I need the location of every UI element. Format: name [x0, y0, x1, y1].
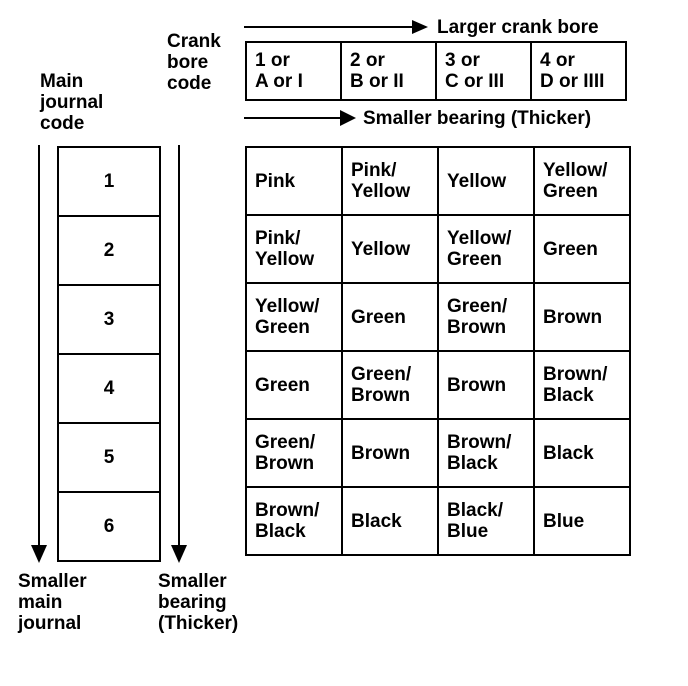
bearing-color-cell: Blue [533, 486, 631, 556]
bearing-color-cell: Brown/ Black [437, 418, 535, 488]
journal-code-cell: 5 [57, 422, 161, 493]
bearing-color-cell: Yellow [341, 214, 439, 284]
smaller-bearing-top-arrowhead [340, 110, 356, 126]
crank-code-cell: 3 or C or III [435, 41, 532, 101]
bearing-color-cell: Green [245, 350, 343, 420]
bearing-color-cell: Green [533, 214, 631, 284]
larger-crank-bore-arrowhead [412, 20, 428, 34]
bearing-color-cell: Brown [533, 282, 631, 352]
bearing-color-cell: Pink/ Yellow [341, 146, 439, 216]
table-row: Pink/ Yellow Yellow Yellow/ Green Green [245, 214, 631, 284]
smaller-bearing-top-label: Smaller bearing (Thicker) [363, 108, 592, 129]
table-row: Pink Pink/ Yellow Yellow Yellow/ Green [245, 146, 631, 216]
journal-code-cell: 4 [57, 353, 161, 424]
bearing-color-cell: Green [341, 282, 439, 352]
bearing-color-cell: Brown/ Black [533, 350, 631, 420]
smaller-main-journal-label: Smaller main journal [18, 571, 87, 634]
crank-code-row: 1 or A or I 2 or B or II 3 or C or III 4… [245, 41, 627, 101]
crank-code-cell: 2 or B or II [340, 41, 437, 101]
main-journal-code-label: Main journal code [40, 71, 104, 134]
bearing-color-cell: Brown [437, 350, 535, 420]
smaller-main-journal-arrowhead [31, 545, 47, 563]
bearing-color-cell: Black [341, 486, 439, 556]
main-journal-code-table: 1 2 3 4 5 6 [57, 146, 161, 562]
smaller-bearing-bottom-label: Smaller bearing (Thicker) [158, 571, 239, 634]
journal-code-cell: 2 [57, 215, 161, 286]
bearing-color-cell: Black [533, 418, 631, 488]
bearing-color-cell: Brown [341, 418, 439, 488]
journal-code-cell: 1 [57, 146, 161, 217]
table-row: Green/ Brown Brown Brown/ Black Black [245, 418, 631, 488]
bearing-color-cell: Yellow/ Green [533, 146, 631, 216]
bearing-color-cell: Pink/ Yellow [245, 214, 343, 284]
crank-bore-code-table: 1 or A or I 2 or B or II 3 or C or III 4… [245, 41, 627, 101]
bearing-color-cell: Yellow/ Green [437, 214, 535, 284]
journal-code-cell: 3 [57, 284, 161, 355]
crank-code-cell: 4 or D or IIII [530, 41, 627, 101]
bearing-color-cell: Green/ Brown [341, 350, 439, 420]
smaller-bearing-bottom-arrowhead [171, 545, 187, 563]
bearing-color-cell: Green/ Brown [245, 418, 343, 488]
journal-code-cell: 6 [57, 491, 161, 562]
table-row: Green Green/ Brown Brown Brown/ Black [245, 350, 631, 420]
bearing-color-cell: Pink [245, 146, 343, 216]
table-row: Yellow/ Green Green Green/ Brown Brown [245, 282, 631, 352]
bearing-color-cell: Green/ Brown [437, 282, 535, 352]
table-row: Brown/ Black Black Black/ Blue Blue [245, 486, 631, 556]
bearing-color-cell: Black/ Blue [437, 486, 535, 556]
crank-bore-code-label: Crank bore code [167, 31, 221, 94]
crank-code-cell: 1 or A or I [245, 41, 342, 101]
bearing-color-cell: Brown/ Black [245, 486, 343, 556]
bearing-color-cell: Yellow/ Green [245, 282, 343, 352]
larger-crank-bore-label: Larger crank bore [437, 17, 599, 38]
bearing-color-table: Pink Pink/ Yellow Yellow Yellow/ Green P… [245, 146, 631, 556]
bearing-color-cell: Yellow [437, 146, 535, 216]
